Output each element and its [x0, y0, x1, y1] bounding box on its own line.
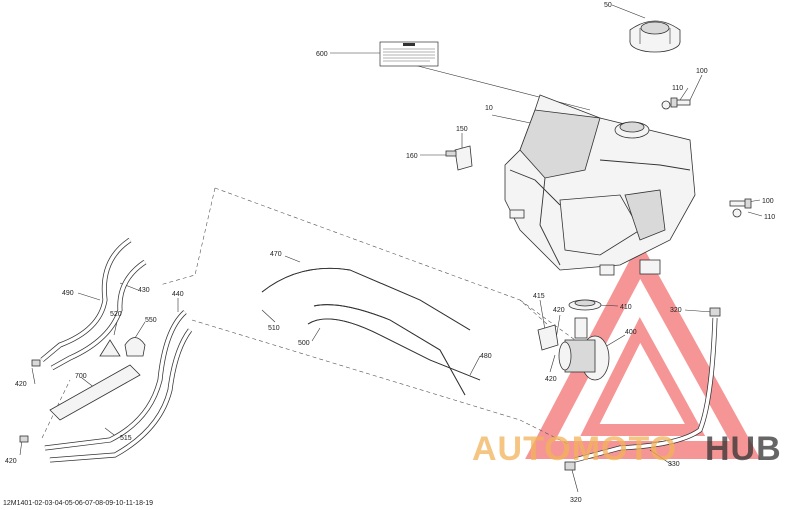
hose-330 [574, 317, 718, 463]
bracket-410 [568, 299, 602, 311]
clamp-320-top [709, 307, 721, 317]
callout-510: 510 [268, 325, 280, 332]
screw-top-right [661, 97, 691, 110]
callout-420-left-top: 420 [15, 381, 27, 388]
watermark-logo: AUTOMOTO HUB [472, 430, 782, 468]
fuel-tank [504, 94, 696, 276]
callout-320-bottom: 320 [570, 497, 582, 504]
callout-420-pump-bottom: 420 [545, 376, 557, 383]
callout-10: 10 [485, 105, 493, 112]
callout-550: 550 [145, 317, 157, 324]
hose-490 [40, 237, 147, 371]
callout-150: 150 [456, 126, 468, 133]
protector-strip-700 [49, 364, 141, 421]
callout-470: 470 [270, 251, 282, 258]
diagram-code: 12M1401-02-03-04-05-06-07-08-09-10-11-18… [3, 500, 154, 507]
hose-515 [44, 310, 193, 463]
callout-440: 440 [172, 291, 184, 298]
callout-110-top: 110 [672, 85, 683, 92]
callout-100-top: 100 [696, 68, 708, 75]
callout-515: 515 [120, 435, 132, 442]
fuel-cap [629, 20, 681, 53]
clamp-420-left-bottom [19, 435, 29, 443]
callout-700: 700 [75, 373, 87, 380]
callout-50: 50 [604, 2, 612, 9]
bracket-415 [537, 324, 559, 351]
callout-110-side: 110 [764, 214, 775, 221]
warning-label [379, 41, 439, 67]
callout-600: 600 [316, 51, 328, 58]
callout-400: 400 [625, 329, 637, 336]
clamp-320-bottom [564, 461, 576, 471]
callout-330: 330 [668, 461, 680, 468]
assembly-lines [41, 187, 576, 446]
callout-430: 430 [138, 287, 150, 294]
callout-415: 415 [533, 293, 545, 300]
hose-470 [261, 267, 471, 331]
hose-500 [307, 304, 481, 396]
watermark-text-part2: HUB [705, 430, 782, 468]
callout-410: 410 [620, 304, 632, 311]
callout-490: 490 [62, 290, 74, 297]
callout-160: 160 [406, 153, 418, 160]
clamp-550 [124, 337, 146, 357]
bracket-150 [445, 145, 473, 171]
callout-320-top: 320 [670, 307, 682, 314]
callout-labels: 50 600 10 100 110 150 160 100 110 470 49… [5, 2, 775, 504]
clamp-420-left-top [31, 359, 41, 367]
clamp-520 [99, 339, 121, 357]
callout-420-pump-top: 420 [553, 307, 565, 314]
callout-420-left-bottom: 420 [5, 458, 17, 465]
screw-side-right [729, 198, 752, 218]
callout-500: 500 [298, 340, 310, 347]
watermark-text-part1: AUTOMOTO [472, 430, 677, 468]
callout-100-side: 100 [762, 198, 774, 205]
callout-520: 520 [110, 311, 122, 318]
callout-480: 480 [480, 353, 492, 360]
fuel-pump-400 [558, 317, 610, 381]
